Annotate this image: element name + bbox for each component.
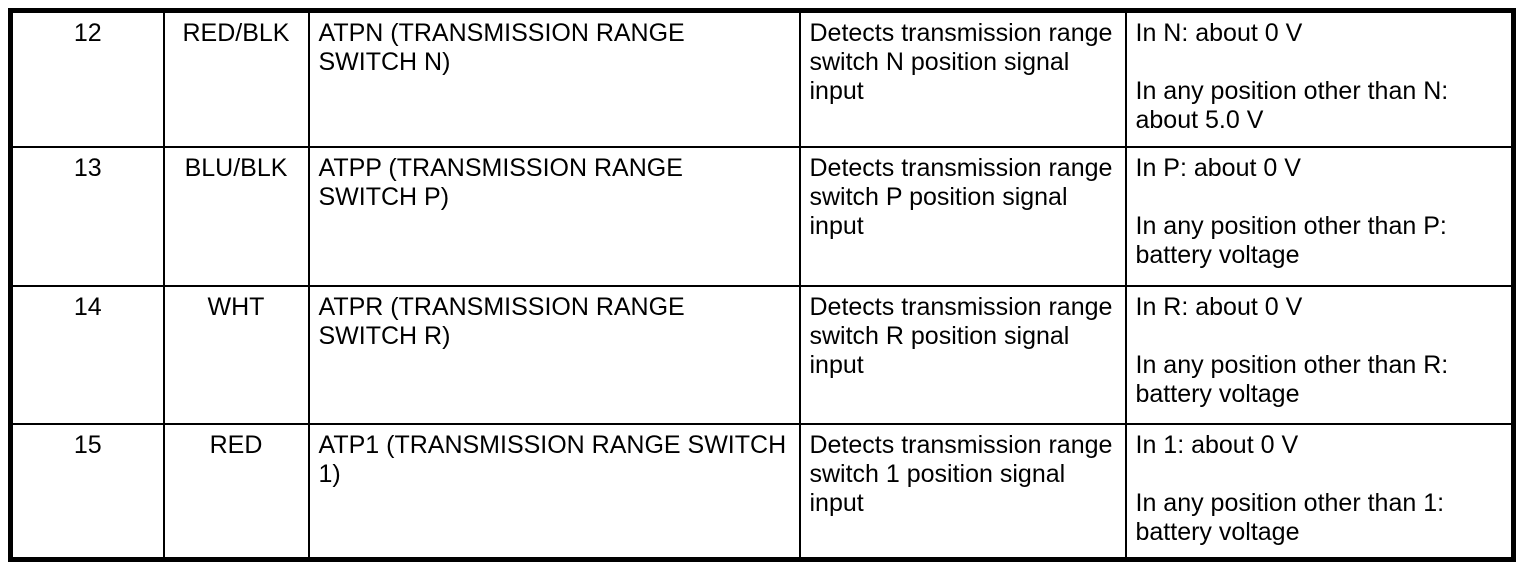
description-cell: Detects transmission range switch R posi…: [798, 284, 1127, 425]
wire-color-cell: BLU/BLK: [162, 145, 310, 287]
terminal-name-cell: ATPN (TRANSMISSION RANGE SWITCH N): [307, 9, 801, 148]
table-row: 12 RED/BLK ATPN (TRANSMISSION RANGE SWIT…: [9, 9, 1515, 148]
terminal-number-cell: 12: [9, 9, 165, 148]
terminal-name-cell: ATP1 (TRANSMISSION RANGE SWITCH 1): [307, 422, 801, 561]
voltage-cell: In P: about 0 V In any position other th…: [1124, 145, 1515, 287]
terminal-number-cell: 13: [9, 145, 165, 287]
voltage-cell: In N: about 0 V In any position other th…: [1124, 9, 1515, 148]
description-cell: Detects transmission range switch 1 posi…: [798, 422, 1127, 561]
description-cell: Detects transmission range switch N posi…: [798, 9, 1127, 148]
terminal-name-cell: ATPR (TRANSMISSION RANGE SWITCH R): [307, 284, 801, 425]
terminal-number-cell: 14: [9, 284, 165, 425]
table-row: 14 WHT ATPR (TRANSMISSION RANGE SWITCH R…: [9, 284, 1515, 425]
description-cell: Detects transmission range switch P posi…: [798, 145, 1127, 287]
wire-color-cell: WHT: [162, 284, 310, 425]
terminal-number-cell: 15: [9, 422, 165, 561]
voltage-cell: In R: about 0 V In any position other th…: [1124, 284, 1515, 425]
wire-color-cell: RED/BLK: [162, 9, 310, 148]
terminal-name-cell: ATPP (TRANSMISSION RANGE SWITCH P): [307, 145, 801, 287]
table-row: 13 BLU/BLK ATPP (TRANSMISSION RANGE SWIT…: [9, 145, 1515, 287]
terminal-voltage-table: 12 RED/BLK ATPN (TRANSMISSION RANGE SWIT…: [8, 8, 1516, 562]
table-row: 15 RED ATP1 (TRANSMISSION RANGE SWITCH 1…: [9, 422, 1515, 561]
wire-color-cell: RED: [162, 422, 310, 561]
voltage-cell: In 1: about 0 V In any position other th…: [1124, 422, 1515, 561]
